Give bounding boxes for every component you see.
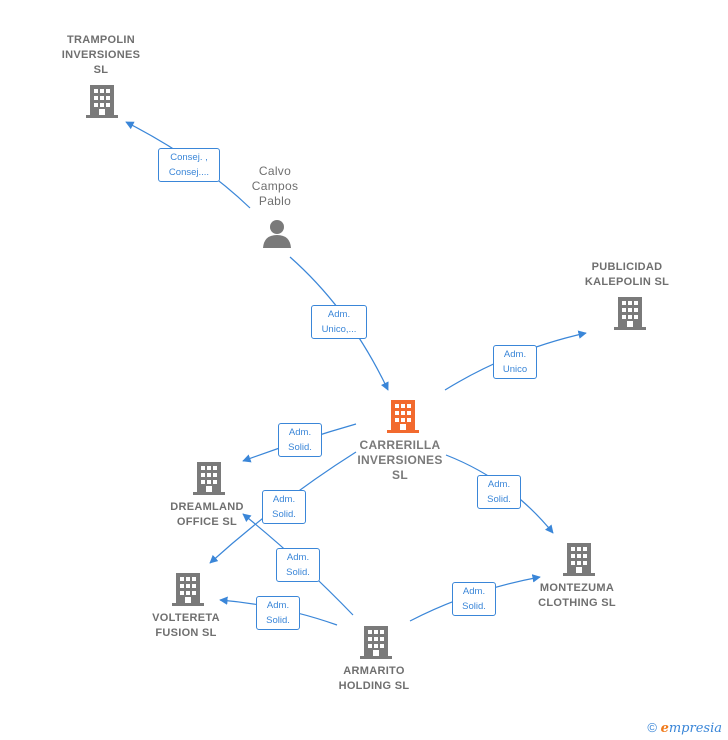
edge-label-armarito-dreamland[interactable]: Adm. Solid. xyxy=(276,548,320,582)
trampolin-building-icon[interactable] xyxy=(86,83,118,119)
brand-logo: empresia xyxy=(661,721,722,736)
carrerilla-building-icon[interactable] xyxy=(387,398,419,434)
edge-label-carrerilla-voltereta[interactable]: Adm. Solid. xyxy=(262,490,306,524)
brand-initial: e xyxy=(660,721,669,736)
montezuma-label[interactable]: MONTEZUMA CLOTHING SL xyxy=(538,582,616,609)
edge-label-carrerilla-publicidad[interactable]: Adm. Unico xyxy=(493,345,537,379)
edge-label-carrerilla-dreamland[interactable]: Adm. Solid. xyxy=(278,423,322,457)
voltereta-label[interactable]: VOLTERETA FUSION SL xyxy=(152,612,220,639)
edge-label-armarito-montezuma[interactable]: Adm. Solid. xyxy=(452,582,496,616)
calvo-person-icon[interactable] xyxy=(262,218,292,248)
armarito-label[interactable]: ARMARITO HOLDING SL xyxy=(338,665,410,692)
edge-label-armarito-voltereta[interactable]: Adm. Solid. xyxy=(256,596,300,630)
dreamland-building-icon[interactable] xyxy=(193,460,225,496)
brand-name: mpresia xyxy=(668,721,722,736)
edge-label-carrerilla-montezuma[interactable]: Adm. Solid. xyxy=(477,475,521,509)
dreamland-label[interactable]: DREAMLAND OFFICE SL xyxy=(170,501,244,528)
edge-label-calvo-carrerilla[interactable]: Adm. Unico,... xyxy=(311,305,367,339)
voltereta-building-icon[interactable] xyxy=(172,571,204,607)
edge-label-calvo-trampolin[interactable]: Consej. , Consej.... xyxy=(158,148,220,182)
copyright-symbol: © xyxy=(647,720,657,735)
carrerilla-label[interactable]: CARRERILLA INVERSIONES SL xyxy=(357,438,443,482)
calvo-label[interactable]: Calvo Campos Pablo xyxy=(251,164,299,208)
montezuma-building-icon[interactable] xyxy=(563,541,595,577)
publicidad-label[interactable]: PUBLICIDAD KALEPOLIN SL xyxy=(584,261,670,288)
publicidad-building-icon[interactable] xyxy=(614,295,646,331)
armarito-building-icon[interactable] xyxy=(360,624,392,660)
trampolin-label[interactable]: TRAMPOLIN INVERSIONES SL xyxy=(61,34,141,76)
brand-footer[interactable]: © empresia xyxy=(647,720,722,736)
